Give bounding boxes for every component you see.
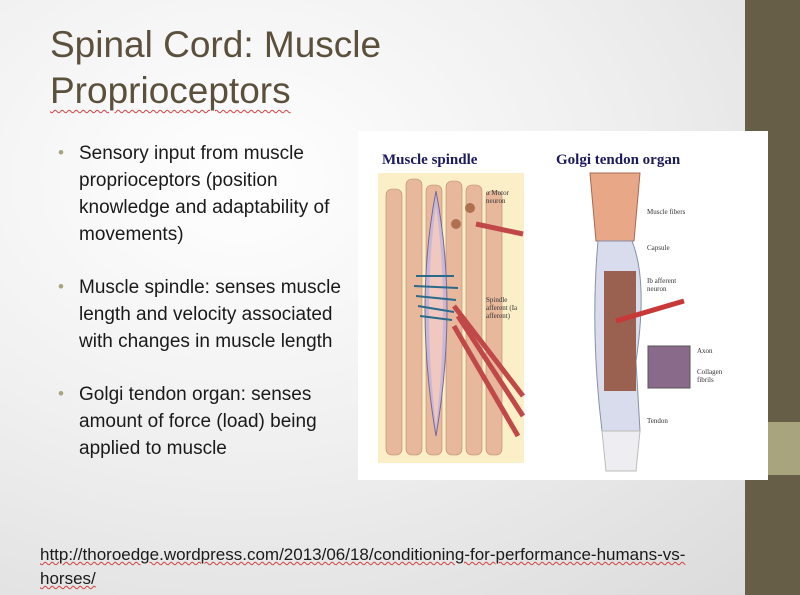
label-capsule: Capsule <box>647 244 670 252</box>
bullet-item: Sensory input from muscle proprioceptors… <box>58 139 358 248</box>
label-muscle-fibers: Muscle fibers <box>647 208 686 216</box>
title-line-1: Spinal Cord: Muscle <box>50 24 382 65</box>
proprioceptor-figure: Muscle spindle Golgi tendon organ α Moto… <box>358 131 768 480</box>
label-tendon: Tendon <box>647 417 668 425</box>
slide-title: Spinal Cord: Muscle Proprioceptors <box>50 22 510 114</box>
muscle-spindle-heading: Muscle spindle <box>382 152 478 168</box>
label-collagen: Collagen fibrils <box>697 368 723 384</box>
label-spindle-afferent: Spindle afferent (Ia afferent) <box>486 296 518 320</box>
title-line-2: Proprioceptors <box>50 70 291 111</box>
source-url[interactable]: http://thoroedge.wordpress.com/2013/06/1… <box>40 545 686 588</box>
source-link[interactable]: http://thoroedge.wordpress.com/2013/06/1… <box>40 543 720 591</box>
anatomy-illustration <box>378 172 691 472</box>
golgi-tendon-heading: Golgi tendon organ <box>556 152 681 168</box>
bullet-item: Muscle spindle: senses muscle length and… <box>58 273 358 355</box>
bullet-item: Golgi tendon organ: senses amount of for… <box>58 380 358 462</box>
label-motor-neuron: α Motor neuron <box>486 189 509 205</box>
bullet-list: Sensory input from muscle proprioceptors… <box>58 139 358 488</box>
label-ib-afferent: Ib afferent neuron <box>647 277 677 293</box>
label-axon: Axon <box>697 347 713 355</box>
